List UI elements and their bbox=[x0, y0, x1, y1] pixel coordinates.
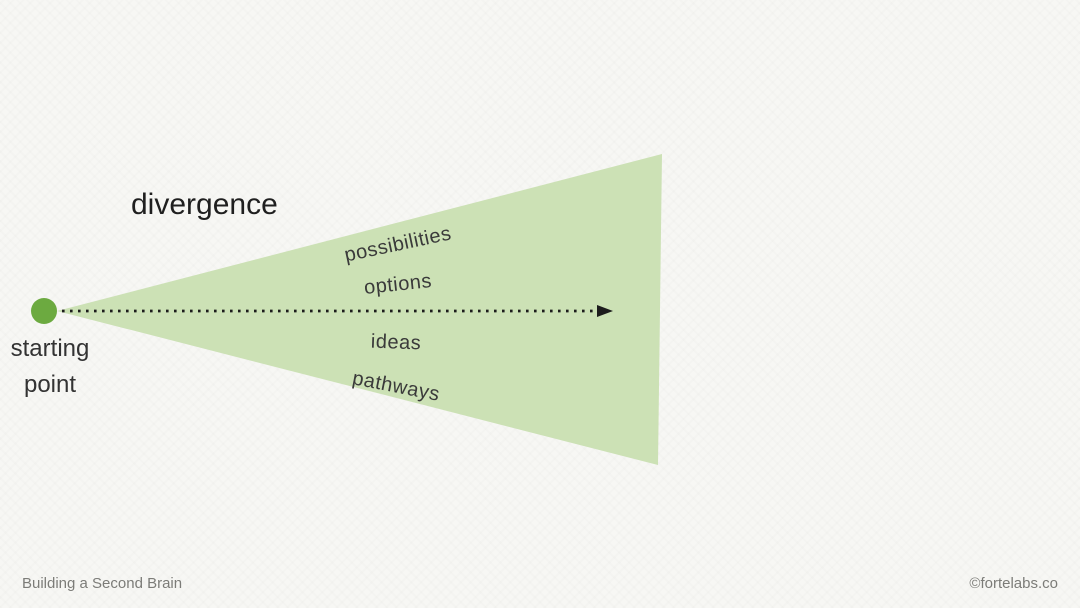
arrowhead-icon bbox=[597, 305, 613, 317]
starting-point-dot bbox=[31, 298, 57, 324]
diagram-title: divergence bbox=[131, 188, 278, 221]
starting-point-label-line1: starting bbox=[10, 335, 90, 362]
footer-copyright: ©fortelabs.co bbox=[969, 575, 1058, 592]
starting-point-label: starting point bbox=[0, 331, 100, 403]
cone-label-ideas: ideas bbox=[370, 330, 422, 355]
starting-point-label-line2: point bbox=[23, 371, 77, 398]
footer-source-title: Building a Second Brain bbox=[22, 575, 183, 592]
divergence-cone-shape bbox=[57, 154, 662, 465]
